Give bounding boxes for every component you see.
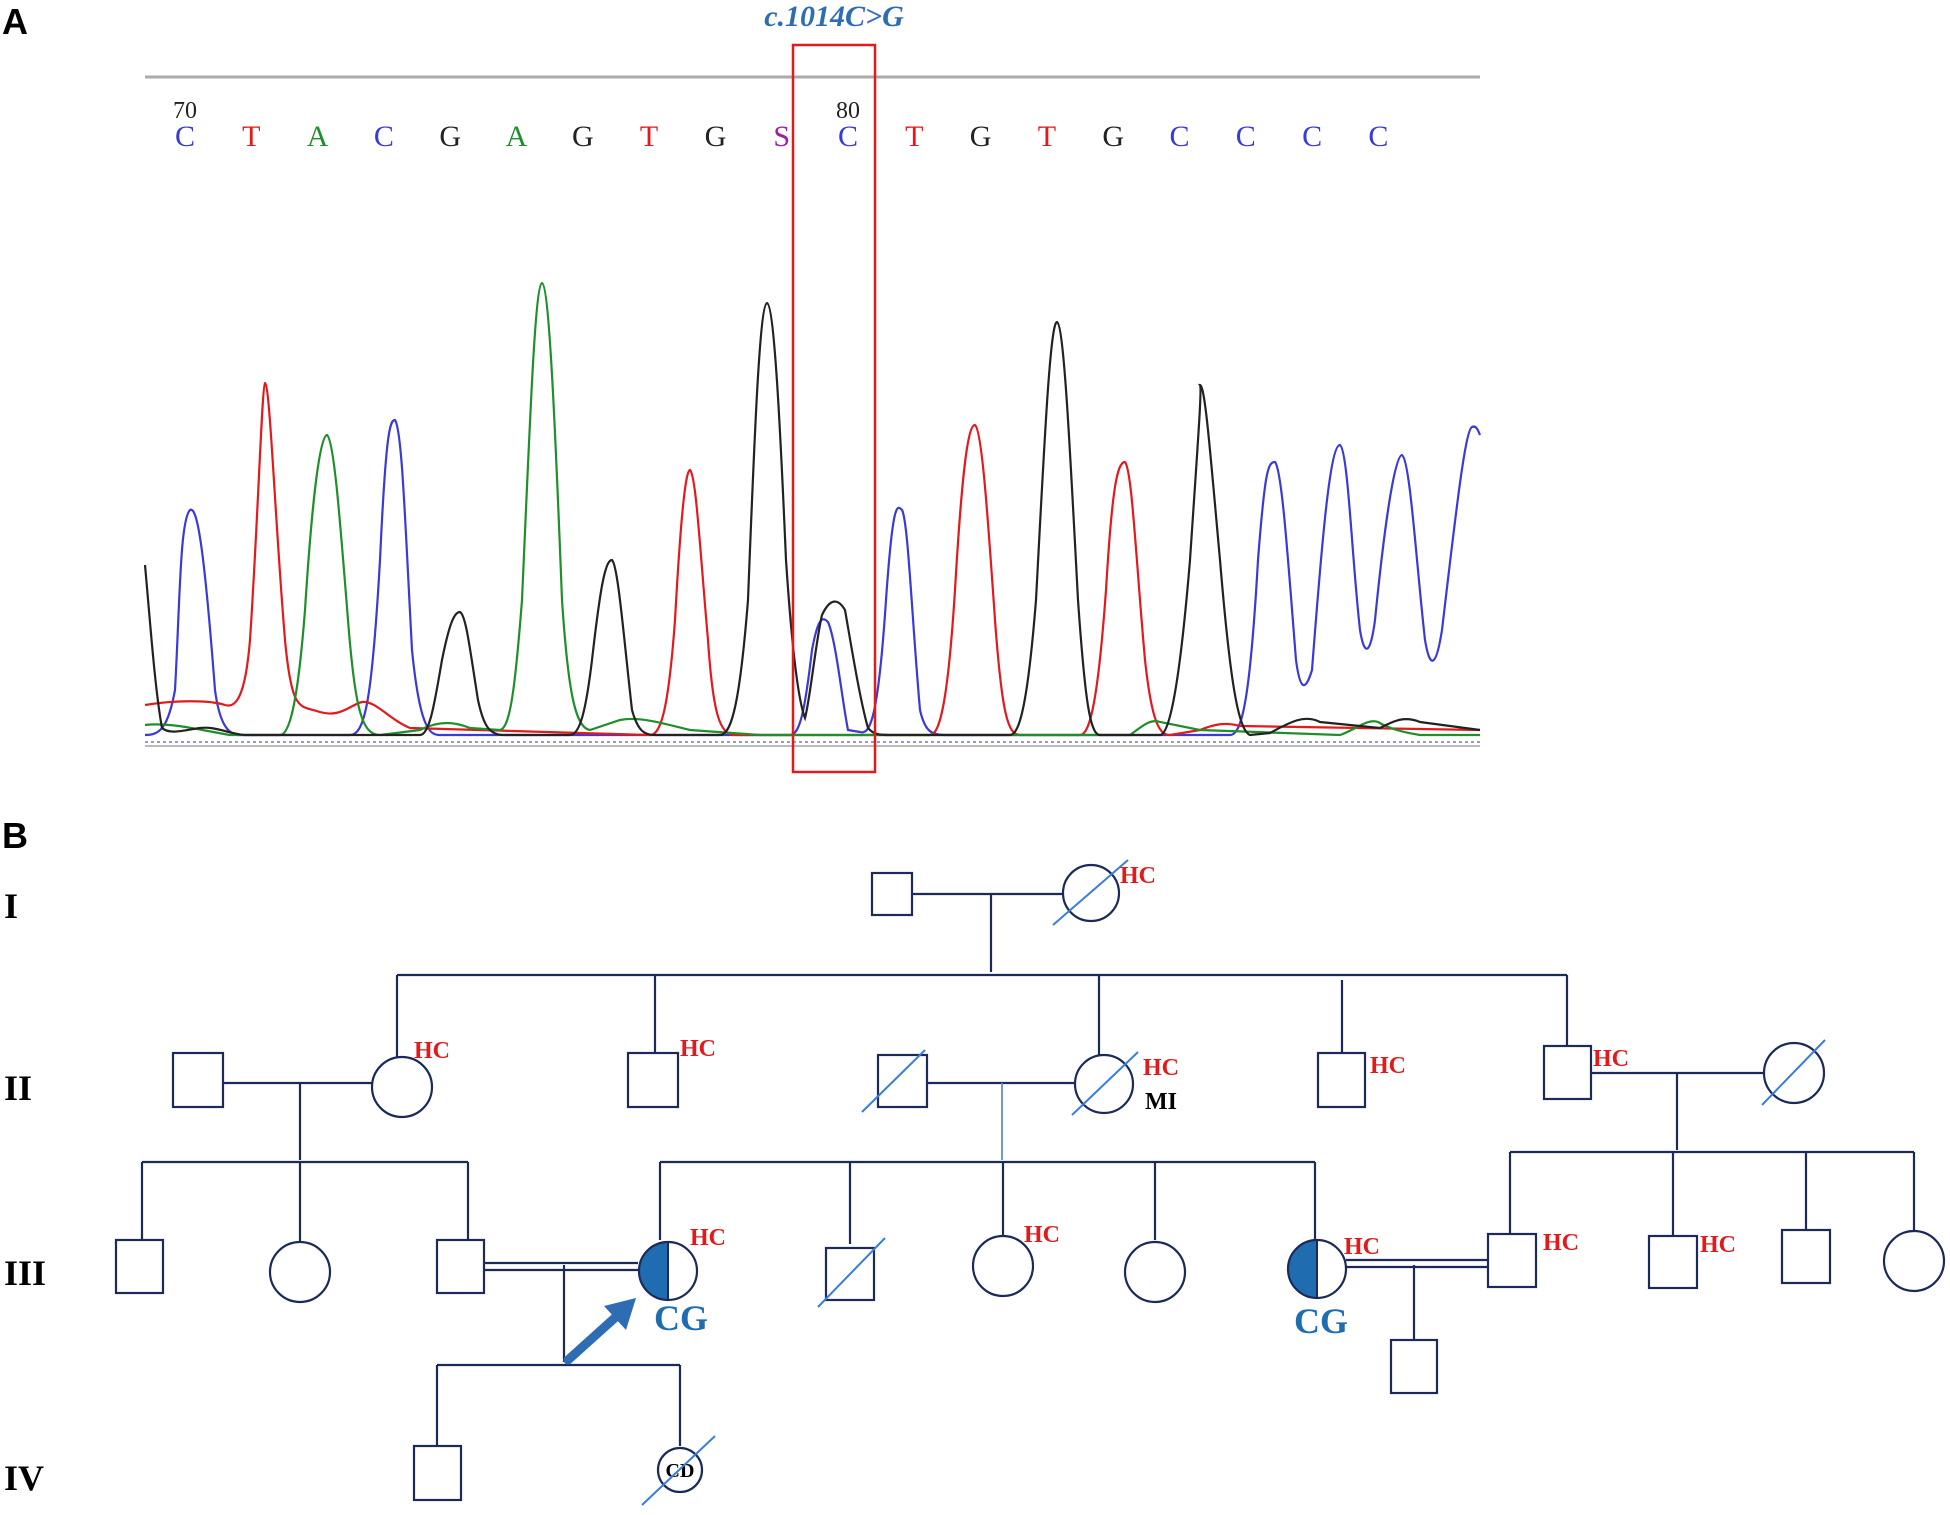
trace-t-red [144, 381, 1481, 737]
male-iii-1 [114, 1238, 165, 1295]
panel-a-label: A [2, 1, 28, 42]
base-call-12: G [970, 120, 992, 153]
hc-label-i-2: HC [1120, 863, 1156, 889]
female-iii-6 [971, 1234, 1035, 1298]
deceased-slash-ii-8 [1761, 1039, 1826, 1106]
female-iii-12 [1882, 1229, 1946, 1293]
female-ii-2 [370, 1055, 434, 1119]
trace-curves [143, 281, 1482, 737]
hc-label-iii-6: HC [1024, 1222, 1060, 1248]
hc-label-iii-9: HC [1543, 1230, 1579, 1256]
base-call-14: G [1102, 120, 1124, 153]
base-call-15: C [1169, 120, 1189, 153]
male-iii-9 [1486, 1232, 1538, 1289]
base-call-0: C [175, 120, 195, 153]
panel-b-label: B [2, 815, 28, 856]
generation-labels: I II III IV [4, 886, 46, 1498]
mutation-highlight-box [791, 43, 877, 774]
pedigree-chart: HC HC HC HC MI HC HC [114, 859, 1946, 1506]
male-ii-4 [876, 1053, 929, 1109]
base-call-9: S [773, 120, 790, 153]
male-ii-7 [1542, 1044, 1593, 1101]
hc-label-iii-4: HC [690, 1225, 726, 1251]
chromatogram: 70 80 C T A C G A G T G S C T G T G C C C C c.1014C>G [143, 0, 1482, 774]
male-iv-1 [412, 1444, 463, 1502]
base-call-17: C [1302, 120, 1322, 153]
base-call-18: C [1368, 120, 1388, 153]
female-iii-7 [1123, 1240, 1187, 1304]
hc-label-ii-5: HC [1143, 1055, 1179, 1081]
proband-arrow-icon [563, 1298, 636, 1365]
base-call-13: T [1038, 120, 1056, 153]
female-iii-8-carrier [1286, 1238, 1348, 1300]
generation-label-iv: IV [4, 1458, 44, 1498]
base-call-5: A [506, 120, 528, 153]
male-iv-3 [1389, 1338, 1439, 1395]
hc-label-ii-2: HC [414, 1038, 450, 1064]
base-call-3: C [374, 120, 394, 153]
deceased-slash-ii-5 [1071, 1051, 1139, 1116]
male-iii-3 [435, 1238, 486, 1295]
base-call-10: C [838, 120, 858, 153]
position-label-70: 70 [173, 98, 197, 124]
hc-label-ii-7: HC [1593, 1046, 1629, 1072]
deceased-slash-i-2 [1052, 859, 1129, 926]
base-call-16: C [1236, 120, 1256, 153]
generation-label-iii: III [4, 1253, 46, 1293]
position-labels: 70 80 [173, 98, 860, 124]
male-iii-11 [1780, 1228, 1832, 1285]
trace-c-blue [144, 418, 1482, 737]
deceased-slash-iv-2 [641, 1435, 716, 1506]
base-call-8: G [705, 120, 727, 153]
male-i-1 [870, 871, 914, 917]
mi-label-ii-5: MI [1145, 1089, 1177, 1115]
hc-label-ii-6: HC [1370, 1053, 1406, 1079]
hc-label-ii-3: HC [680, 1036, 716, 1062]
carrier-filled-half [1288, 1240, 1317, 1298]
position-label-80: 80 [836, 98, 860, 124]
generation-label-i: I [4, 886, 18, 926]
female-iii-2 [268, 1240, 332, 1304]
proband-filled-half [639, 1242, 668, 1300]
generation-label-ii: II [4, 1068, 32, 1108]
deceased-slash-ii-4 [861, 1049, 926, 1113]
proband-iii-4 [637, 1240, 699, 1302]
male-iii-10 [1647, 1234, 1699, 1290]
male-ii-1 [171, 1051, 225, 1109]
male-ii-3 [626, 1051, 680, 1109]
base-call-11: T [905, 120, 923, 153]
mutation-label: c.1014C>G [764, 0, 904, 33]
cg-label-iii-4: CG [654, 1298, 708, 1338]
hc-label-iii-8: HC [1344, 1234, 1380, 1260]
base-call-1: T [242, 120, 260, 153]
deceased-slash-iii-5 [817, 1237, 886, 1308]
base-call-4: G [439, 120, 461, 153]
base-call-6: G [572, 120, 594, 153]
hc-label-iii-10: HC [1700, 1232, 1736, 1258]
base-call-2: A [307, 120, 329, 153]
cg-label-iii-8: CG [1294, 1301, 1348, 1341]
male-ii-6 [1316, 1051, 1367, 1109]
base-call-7: T [640, 120, 658, 153]
trace-g-black [143, 301, 1481, 737]
